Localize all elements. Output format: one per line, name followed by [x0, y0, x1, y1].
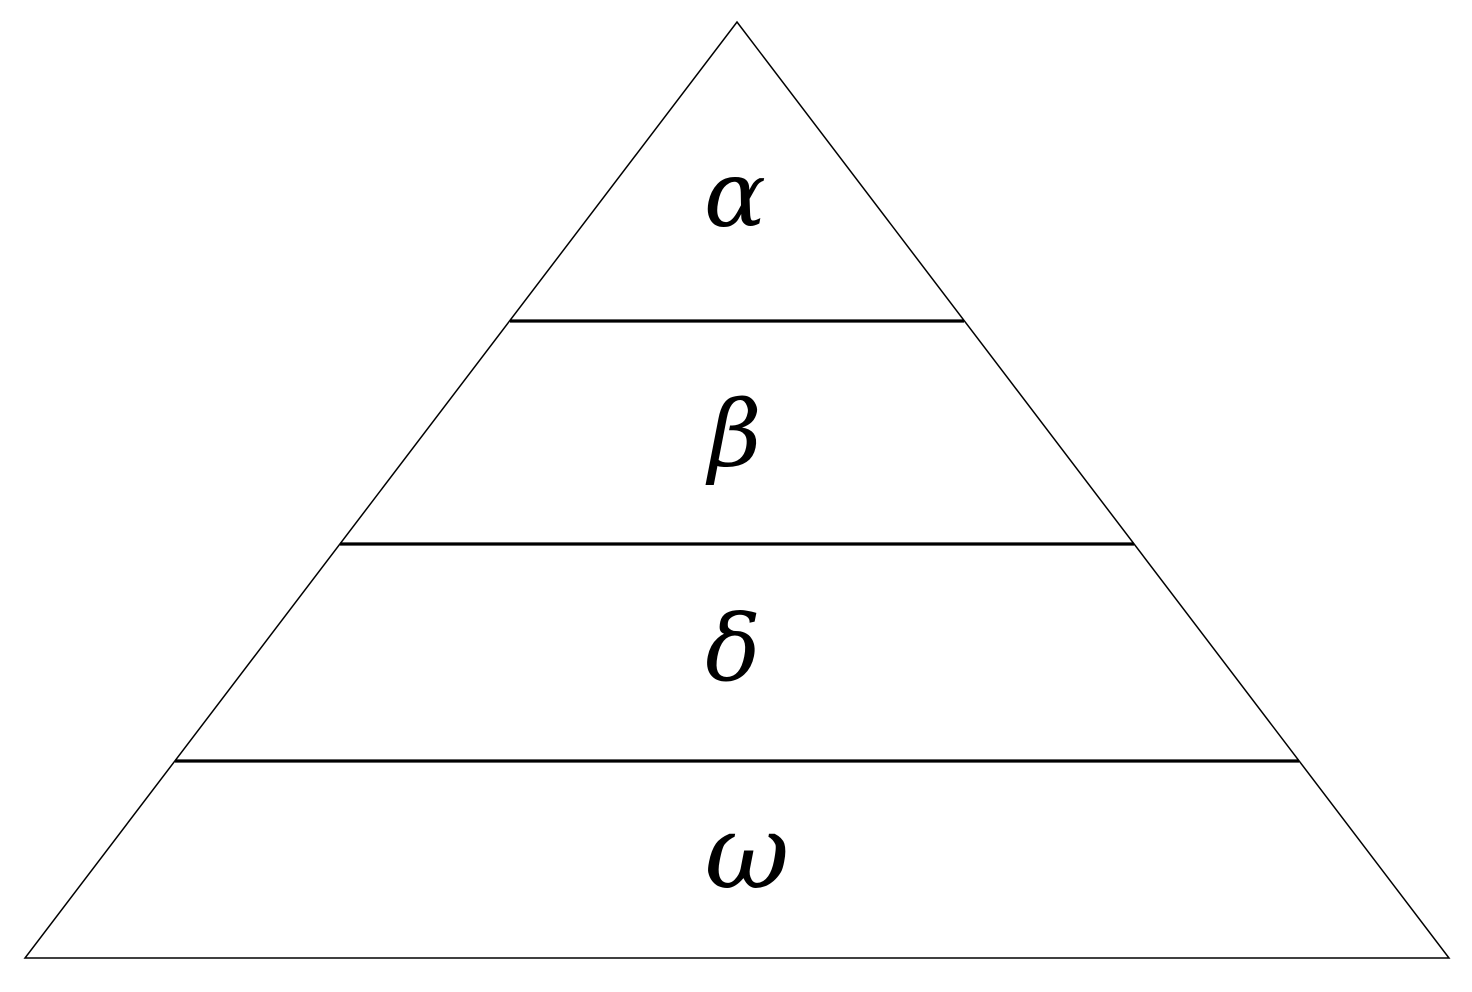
pyramid-outline [23, 20, 1451, 959]
tier-label-beta: β [705, 381, 761, 488]
tier-label-alpha: α [704, 141, 766, 248]
tier-label-delta: δ [705, 595, 760, 702]
tier-label-omega: ω [705, 791, 790, 913]
